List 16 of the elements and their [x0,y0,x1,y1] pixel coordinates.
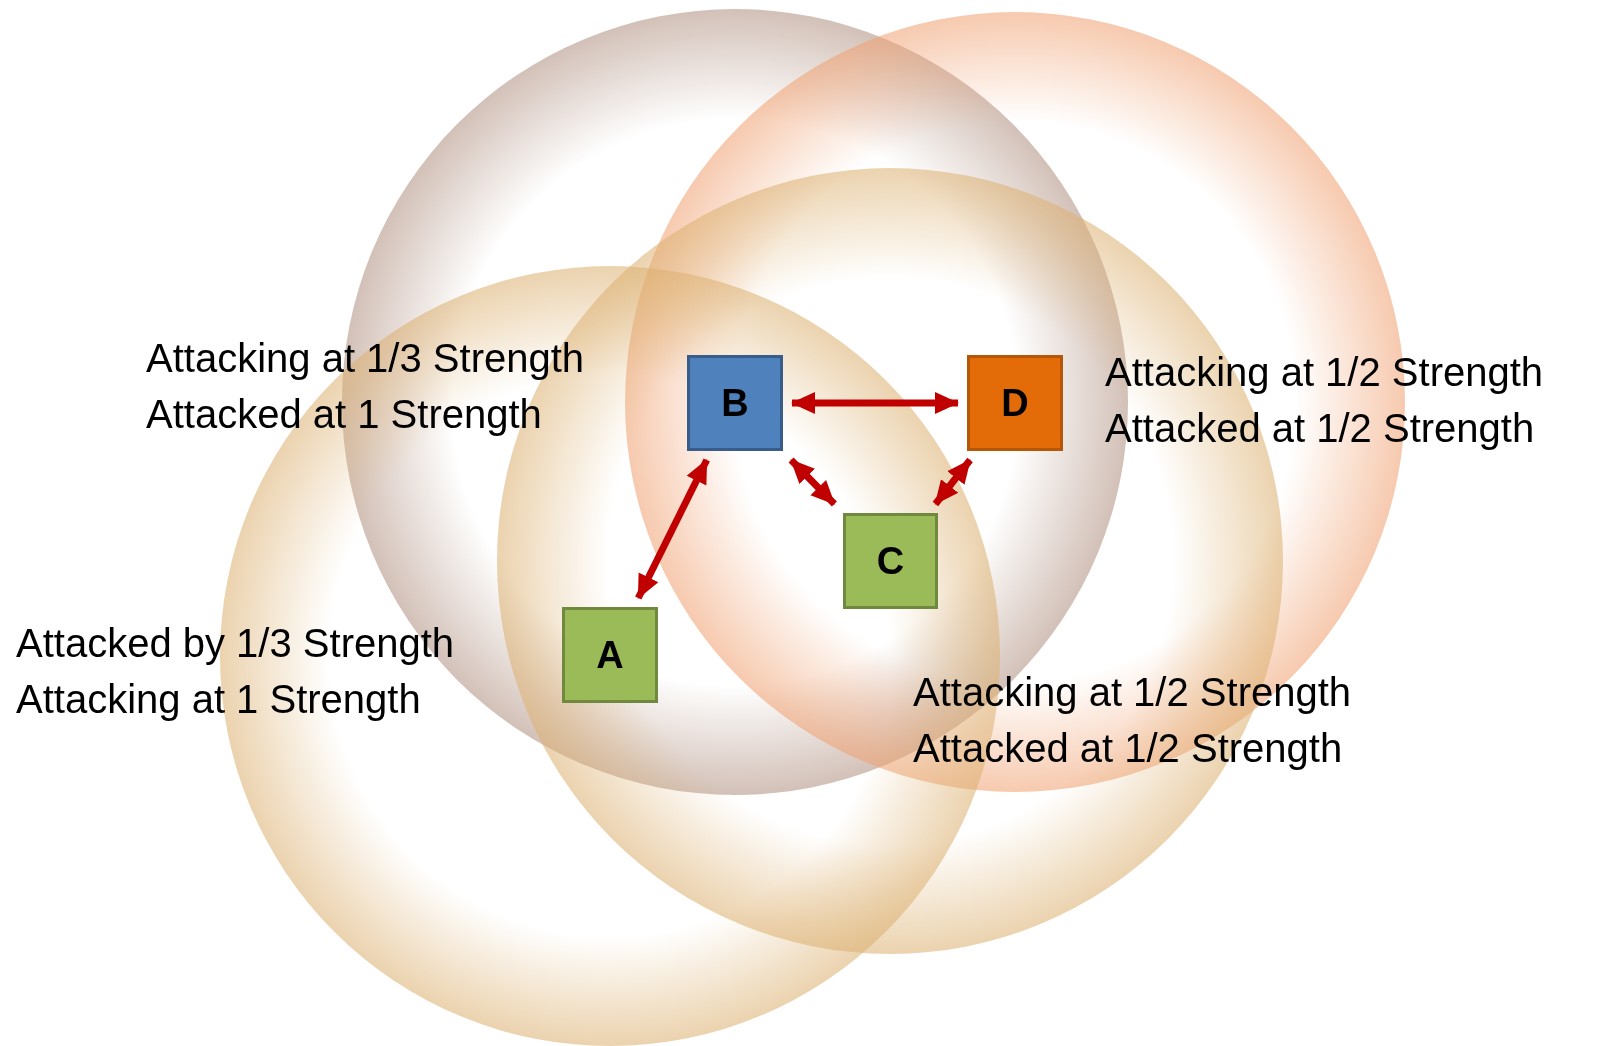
double-arrow [791,392,959,414]
node-caption: Attacking at 1/2 Strength [1105,349,1544,396]
node-caption: Attacked by 1/3 Strength [16,620,455,667]
node-caption: Attacking at 1/3 Strength [146,335,585,382]
square-node: D [967,355,1063,451]
square-node: A [562,607,658,703]
node-caption: Attacking at 1 Strength [16,676,421,723]
node-caption: Attacked at 1/2 Strength [1105,405,1535,452]
double-arrow [635,458,710,600]
double-arrow [788,457,837,507]
square-node: B [687,355,783,451]
node-caption: Attacking at 1/2 Strength [913,669,1352,716]
double-arrow [932,457,973,507]
node-caption: Attacked at 1 Strength [146,391,542,438]
node-caption: Attacked at 1/2 Strength [913,725,1343,772]
square-node: C [843,513,938,609]
